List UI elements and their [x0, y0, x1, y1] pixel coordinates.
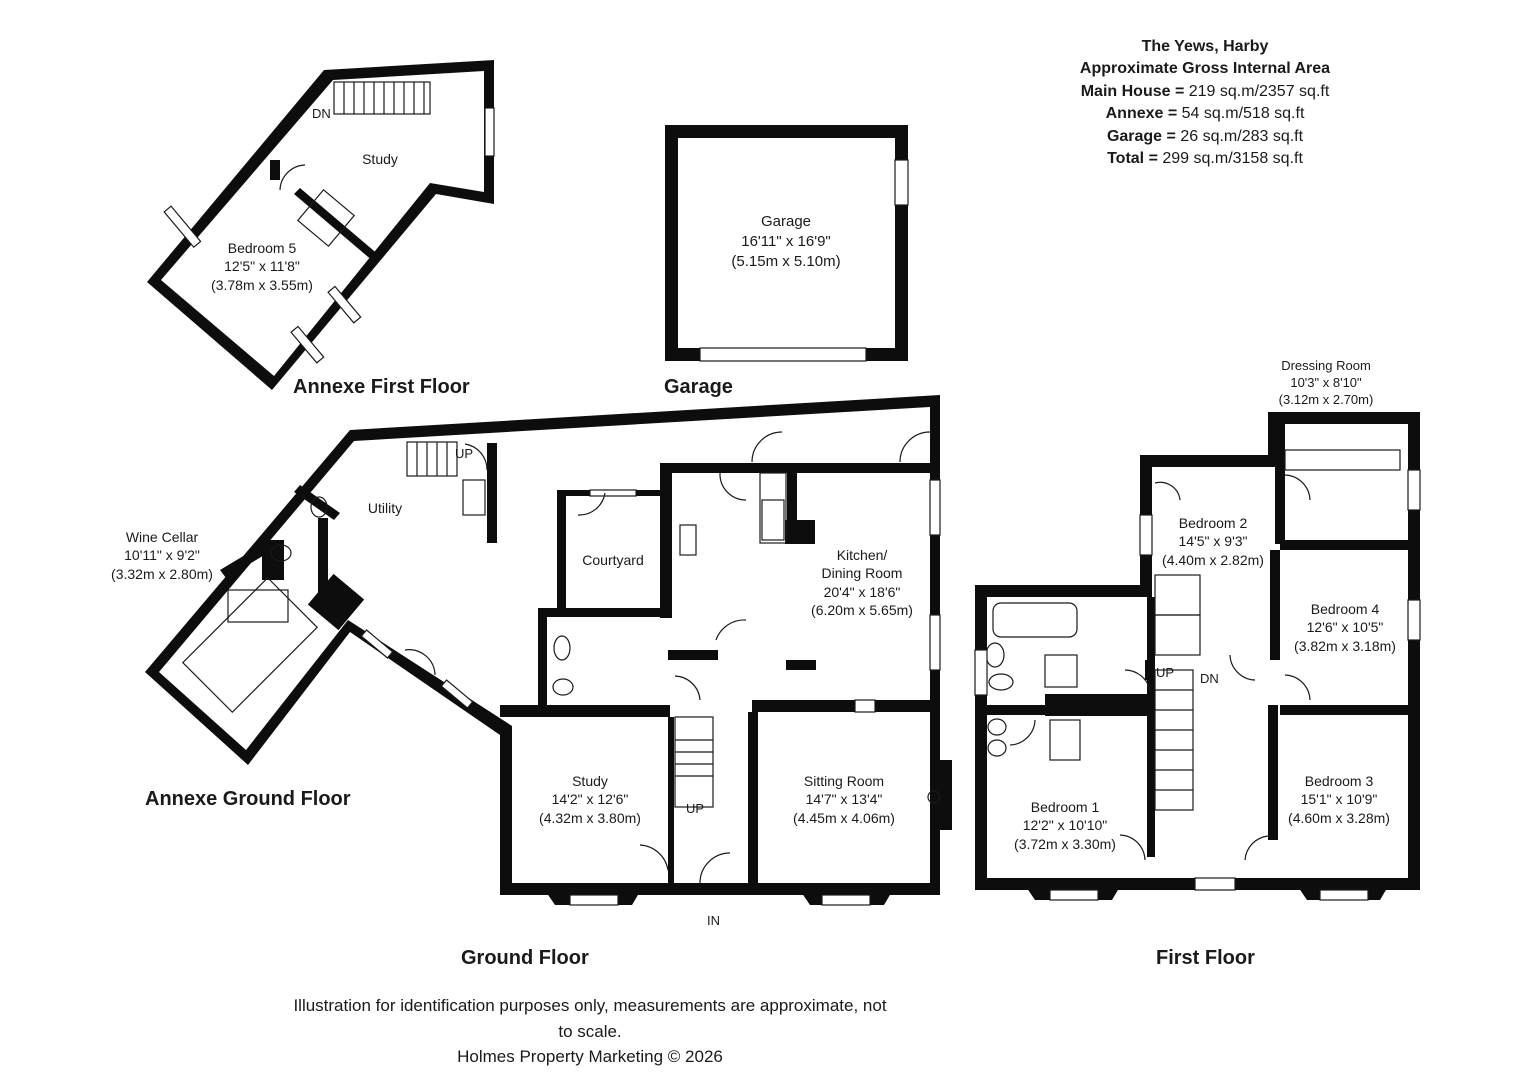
area-heading: Approximate Gross Internal Area [1079, 60, 1331, 78]
property-name: The Yews, Harby [1141, 38, 1269, 55]
area-line-annexe: Annexe = 54 sq.m/518 sq.ft [1105, 105, 1305, 123]
footer: Illustration for identification purposes… [290, 993, 890, 1070]
room-garage: Garage 16'11" x 16'9" (5.15m x 5.10m) [731, 213, 841, 270]
area-line-garage: Garage = 26 sq.m/283 sq.ft [1106, 127, 1304, 145]
area-summary: The Yews, Harby Approximate Gross Intern… [1040, 36, 1370, 170]
room-kitchen-dining: Kitchen/ Dining Room 20'4" x 18'6" (6.20… [811, 547, 913, 619]
room-sitting-room: Sitting Room 14'7" x 13'4" (4.45m x 4.06… [793, 773, 895, 826]
annexe-first-floor-walls [147, 60, 495, 390]
room-wine-cellar: Wine Cellar 10'11" x 9'2" (3.32m x 2.80m… [111, 529, 213, 582]
stair-marker-up-ground: UP [686, 801, 705, 816]
floor-title-ground: Ground Floor [461, 947, 589, 969]
entrance-marker: IN [707, 913, 720, 928]
room-bedroom-4: Bedroom 4 12'6" x 10'5" (3.82m x 3.18m) [1294, 601, 1396, 654]
stair-marker-up-annexe: UP [455, 446, 474, 461]
room-study: Study 14'2" x 12'6" (4.32m x 3.80m) [539, 773, 641, 826]
stair-marker-dn-annexe: DN [312, 106, 331, 121]
room-bedroom-5: Bedroom 5 12'5" x 11'8" (3.78m x 3.55m) [211, 240, 313, 293]
footer-disclaimer: Illustration for identification purposes… [293, 996, 887, 1041]
area-line-total: Total = 299 sq.m/3158 sq.ft [1107, 149, 1303, 167]
room-bedroom-1: Bedroom 1 12'2" x 10'10" (3.72m x 3.30m) [1014, 799, 1116, 852]
ground-floor-walls [145, 395, 952, 906]
stair-marker-dn-first: DN [1200, 671, 1219, 686]
footer-credit: Holmes Property Marketing © 2026 [457, 1047, 723, 1066]
garage-walls [665, 125, 909, 362]
floor-title-first: First Floor [1156, 947, 1255, 969]
floor-title-annexe-first: Annexe First Floor [293, 376, 470, 398]
floor-title-garage: Garage [664, 376, 733, 398]
stair-marker-up-first: UP [1156, 665, 1175, 680]
floor-title-annexe-ground: Annexe Ground Floor [145, 788, 351, 810]
room-utility: Utility [367, 500, 403, 516]
first-floor-walls [974, 412, 1421, 901]
room-dressing-room: Dressing Room 10'3" x 8'10" (3.12m x 2.7… [1278, 358, 1374, 408]
room-courtyard: Courtyard [582, 552, 644, 568]
area-line-main: Main House = 219 sq.m/2357 sq.ft [1080, 82, 1330, 100]
room-annexe-study: Study [362, 151, 398, 167]
room-bedroom-2: Bedroom 2 14'5" x 9'3" (4.40m x 2.82m) [1162, 515, 1264, 568]
room-bedroom-3: Bedroom 3 15'1" x 10'9" (4.60m x 3.28m) [1288, 773, 1390, 826]
